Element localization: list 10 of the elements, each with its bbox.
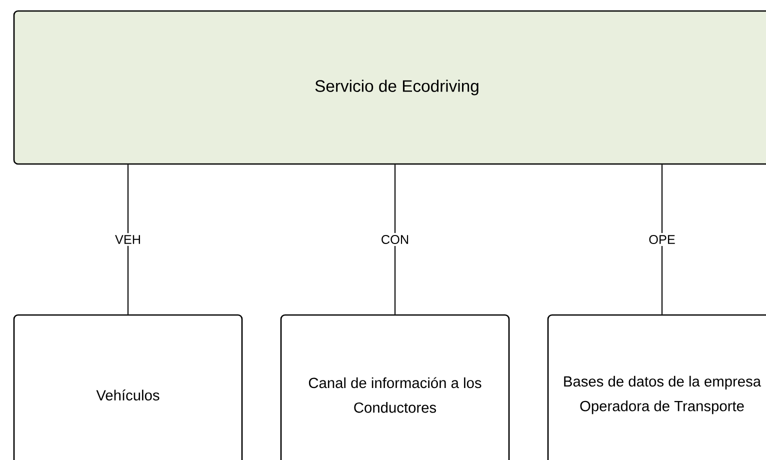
edge-label: VEH xyxy=(112,233,144,246)
edge-label: CON xyxy=(378,233,412,246)
component-box: Bases de datos de la empresa Operadora de Transporte xyxy=(547,314,766,460)
service-box: Servicio de Ecodriving xyxy=(13,10,766,165)
edge-label: OPE xyxy=(646,233,678,246)
connector-line xyxy=(127,164,129,314)
connector-line xyxy=(661,164,663,314)
component-box: Canal de información a los Conductores xyxy=(280,314,510,460)
component-box: Vehículos xyxy=(13,314,243,460)
connector-line xyxy=(394,164,396,314)
